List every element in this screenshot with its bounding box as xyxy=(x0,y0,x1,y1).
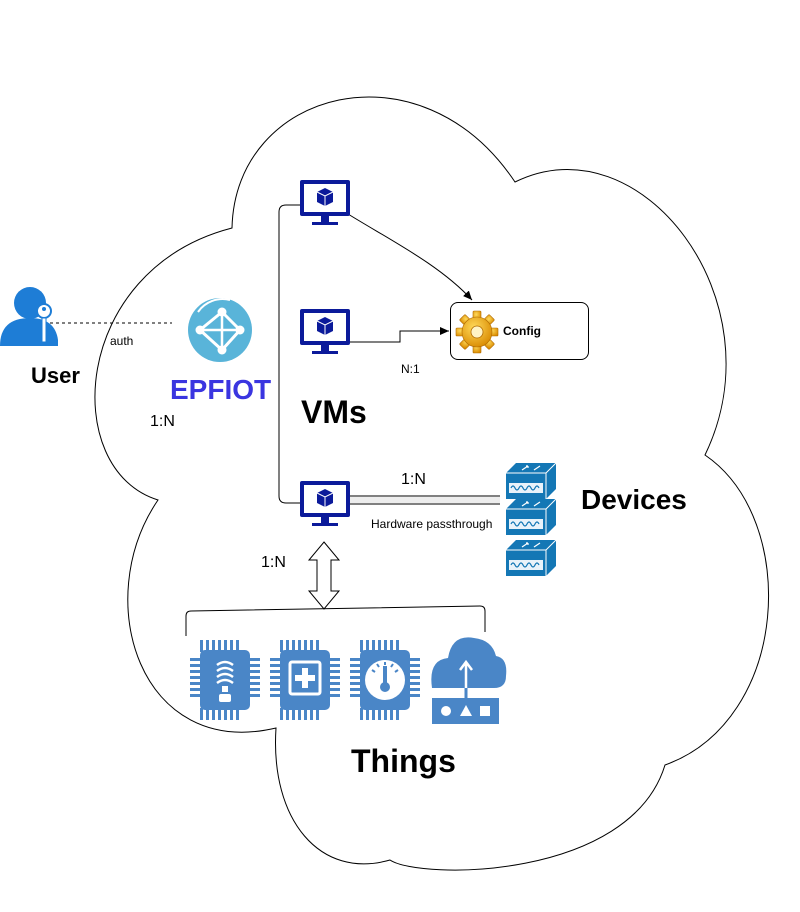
user-with-key-icon[interactable] xyxy=(0,287,58,346)
epfiot-label[interactable]: EPFIOT xyxy=(170,374,272,405)
vm2-config-arrow xyxy=(348,327,449,343)
vm1-config-arrow xyxy=(347,213,473,301)
user-label: User xyxy=(31,363,80,388)
config-label: Config xyxy=(503,324,541,338)
cloud-outline xyxy=(94,96,770,871)
hardware-passthrough-link xyxy=(350,495,500,505)
auth-label: auth xyxy=(110,334,134,348)
vm-bracket xyxy=(278,204,300,504)
cloud-upload-icon[interactable] xyxy=(431,637,507,724)
devices-label: Devices xyxy=(581,484,687,515)
gear-icon xyxy=(455,310,499,354)
lightbulb-chip-icon[interactable] xyxy=(190,640,260,720)
thermometer-chip-icon[interactable] xyxy=(350,640,420,720)
things-bracket xyxy=(185,605,486,636)
devices-ratio-label: 1:N xyxy=(401,471,426,488)
hardware-passthrough-label: Hardware passthrough xyxy=(371,517,493,531)
things-label: Things xyxy=(351,743,456,779)
things-ratio-label: 1:N xyxy=(261,554,286,571)
service-fabric-icon[interactable] xyxy=(188,298,252,362)
medical-chip-icon[interactable] xyxy=(270,640,340,720)
epfiot-vm-ratio-label: 1:N xyxy=(150,413,175,430)
device-switch-3-icon[interactable] xyxy=(505,539,557,577)
device-switch-1-icon[interactable] xyxy=(505,462,557,500)
device-switch-2-icon[interactable] xyxy=(505,498,557,536)
vms-label: VMs xyxy=(301,394,367,430)
config-ratio-label: N:1 xyxy=(401,362,420,376)
